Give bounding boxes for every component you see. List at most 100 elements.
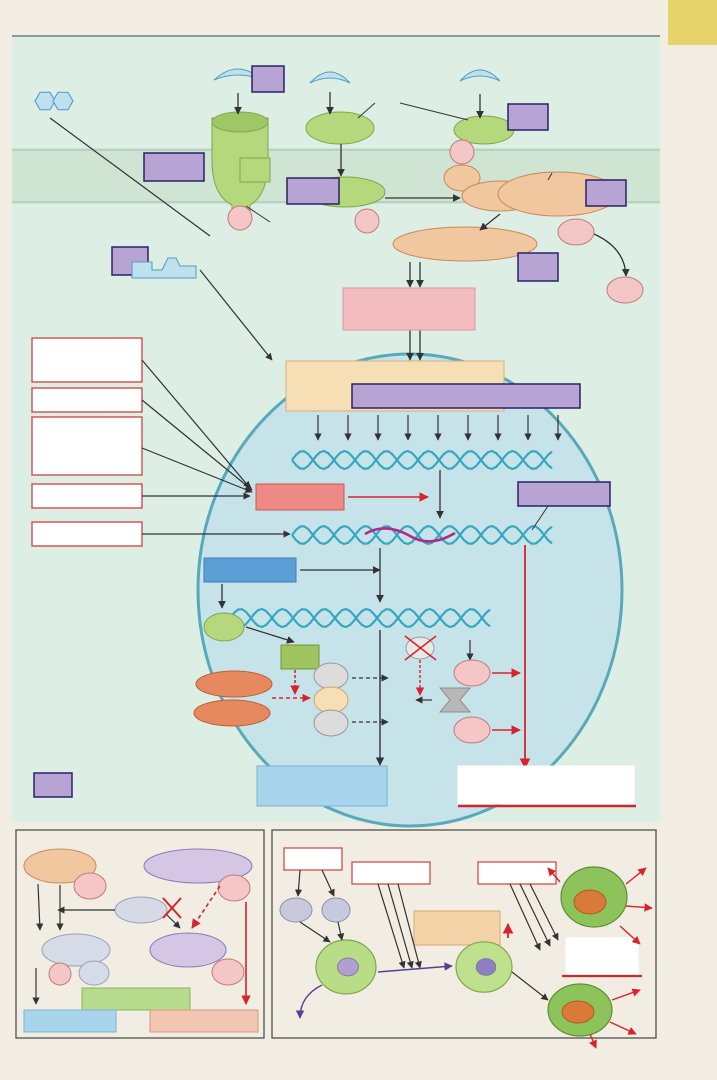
dna-helix-2-strand-b [291,524,553,546]
mutations-box [255,483,345,511]
oncogene-segment [364,527,456,543]
panel-c-frame [271,829,657,1039]
active-ras2-ellipse [149,932,227,968]
controlled-box-b [23,1009,117,1033]
c-mut-3 [397,883,422,969]
receptors-label-line-1 [357,102,376,119]
erbb-box [507,103,549,131]
oncogenes-label-line [531,505,549,531]
page-number-tab [668,0,717,45]
viruses-box-c [283,847,343,871]
gtp-circle [557,218,595,246]
inflammation-box [31,416,143,476]
p-circle-tk [227,205,253,231]
c-tumor-out-6 [609,1021,637,1035]
p53-cross-2 [404,635,437,661]
p-circle-src [354,208,380,234]
c-tumor-out-4 [547,867,561,883]
c-tumor-out-7 [589,1033,597,1049]
mutated-cell-nucleus [475,958,497,976]
tumor-cell-bottom-core [561,1000,595,1024]
c-promo-1 [519,883,551,947]
oncogenic-tf-box [351,383,581,409]
e2f-circle-left [313,709,349,737]
mapk-cascade-box [342,287,476,331]
rb-bowtie [438,687,472,713]
carcinogen-arrow [141,359,251,489]
serine-threonine-kinase [392,226,538,262]
e2f-circle-right [453,716,491,744]
dp1-circle-left [313,662,349,690]
cyto-receptor-to-tf-arrow [199,269,273,361]
dna-helix-3-strand-a [229,607,491,629]
ras-to-kinase-arrow [479,213,501,231]
b-active-to-inactive [36,883,44,931]
mutations-box-c [351,861,431,885]
b-mutant-dashed [191,885,221,929]
b-red-cross-2 [162,897,182,919]
small-g-label-line [547,172,553,181]
p-circle-erbb [449,139,475,165]
e-cdk-ellipse [193,699,271,727]
c-bcl2-to-cell [299,921,331,943]
uncontrolled-box-b [149,1009,259,1033]
gtp-circle-b3 [211,958,245,986]
tumor-cells-box [565,937,639,977]
c-apoptosis-arrow [295,984,323,1019]
c-tumor-out-1 [625,867,647,885]
oncoprotein-legend-swatch [33,772,73,798]
panel-b-frame [15,829,265,1039]
gtp-circle-b2 [217,874,251,902]
abl-fes-tail [239,157,271,183]
thyroid-to-tf-arrow [49,117,211,237]
viruses-box [31,521,143,547]
p-circle-b [48,962,72,986]
c-normal-to-mutated [377,962,453,973]
dna-helix-1-strand-a [291,449,553,471]
c-viruses-to-m [321,869,335,897]
oncogenes-box [517,481,611,507]
p21-box [280,644,320,670]
raf-box [517,252,559,282]
c-tumor-out-5 [611,988,641,1001]
mutant-ras-ellipse [143,848,253,884]
dna-helix-1-strand-b [291,449,553,471]
c-promo-3 [509,883,541,951]
b-gap-to-right [165,913,181,929]
gtp-to-gdp-arrow [593,233,630,277]
cell-division-box [81,987,191,1011]
ras-box [585,179,627,207]
hormone-ligand-2 [459,69,501,82]
gdp-circle [606,276,644,304]
thyroid-hormone-hex-1 [34,91,56,111]
normal-cell-nucleus [337,957,359,977]
c-viruses-to-bcl2 [294,869,303,897]
thyroid-hormone-hex-2 [52,91,74,111]
d-cdk-ellipse [195,670,273,698]
m-ellipse [321,897,351,923]
inflammation-arrow [141,447,253,493]
bcl2-ellipse [279,897,313,923]
growth-factor-receptor-top [211,111,269,133]
radiation-arrow [141,399,253,491]
mutated-cells-box [413,910,501,946]
c-promo-2 [529,883,559,941]
abl-fes-box [143,152,205,182]
grb2-circle [443,164,481,192]
gdp-circle-b [78,960,110,986]
c-tumor-out-3 [619,925,641,945]
src-box [286,177,340,205]
gap-ellipse [114,896,168,924]
p53-to-p21-arrow [245,626,295,644]
heredity-box [31,483,143,509]
c-mut-1 [377,883,406,969]
dp1-circle-right [453,659,491,687]
c-tumor-out-2 [625,903,653,912]
dna-repair-box [203,557,297,583]
active-ras-ellipse [23,848,97,884]
sis-box [251,65,285,93]
tumor-cell-top-core [573,889,607,915]
tyrosine-label-line [245,205,271,223]
